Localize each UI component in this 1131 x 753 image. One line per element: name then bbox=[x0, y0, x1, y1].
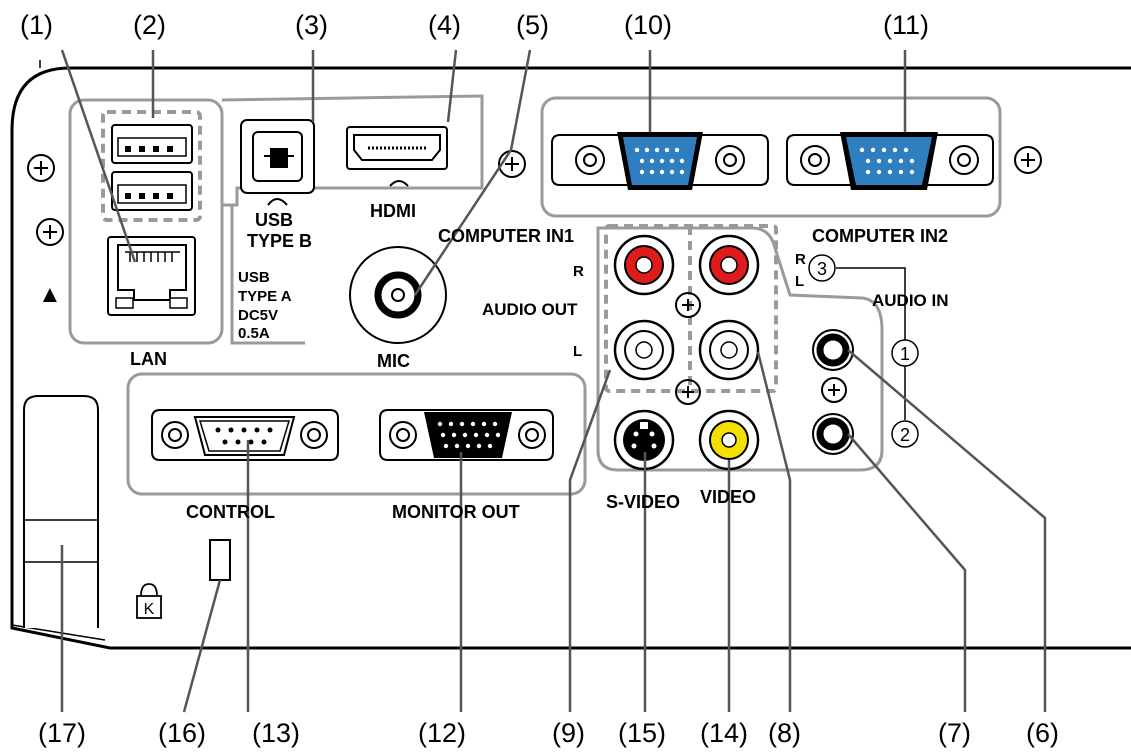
computer-in-panel bbox=[540, 96, 1002, 218]
audio-in3-r-jack bbox=[698, 234, 760, 296]
usb-hdmi-panel bbox=[221, 94, 484, 207]
usb-type-a-label-line3: DC5V bbox=[238, 307, 278, 324]
audio-in1-marker bbox=[891, 339, 919, 367]
control-label: CONTROL bbox=[186, 502, 275, 522]
screw-icon bbox=[821, 377, 847, 403]
usb-type-a-label-line2: TYPE A bbox=[238, 288, 292, 305]
callout-3: (3) bbox=[295, 10, 328, 40]
screw-icon bbox=[36, 218, 64, 246]
callout-10: (10) bbox=[624, 10, 672, 40]
control-monitor-panel bbox=[126, 372, 587, 496]
usb-lan-panel bbox=[68, 98, 224, 345]
audio-out-l-label: L bbox=[573, 343, 582, 360]
callout-17: (17) bbox=[38, 718, 86, 748]
callout-11: (11) bbox=[883, 10, 929, 40]
monitor-out-vga-port bbox=[379, 409, 554, 461]
usb-type-a-port-upper bbox=[111, 124, 193, 164]
s-video-port bbox=[613, 409, 675, 471]
s-video-label: S-VIDEO bbox=[606, 492, 680, 512]
audio-out-r-jack bbox=[613, 234, 675, 296]
audio-in-label: AUDIO IN bbox=[872, 291, 949, 310]
usb-type-a-label-line1: USB bbox=[238, 269, 270, 286]
computer-in1-vga-port bbox=[551, 132, 769, 190]
usb-type-a-label-line4: 0.5A bbox=[238, 325, 270, 342]
audio-in3-number: 3 bbox=[817, 259, 827, 279]
callout-16: (16) bbox=[158, 718, 206, 748]
screw-icon bbox=[1014, 146, 1042, 174]
callout-2: (2) bbox=[133, 10, 166, 40]
audio-in3-marker bbox=[808, 254, 836, 282]
screw-icon bbox=[675, 292, 701, 318]
av-panel bbox=[596, 226, 884, 472]
computer-in2-vga-port bbox=[786, 132, 994, 190]
usb-type-a-port-lower bbox=[111, 171, 193, 211]
audio-in1-number: 1 bbox=[900, 344, 910, 364]
audio-in2-number: 2 bbox=[900, 425, 910, 445]
audio-in-bracket bbox=[836, 267, 906, 420]
usb-type-b-label-line2: TYPE B bbox=[247, 231, 312, 251]
audio-in3-l-label: L bbox=[795, 273, 804, 290]
audio-out-label: AUDIO OUT bbox=[482, 300, 578, 319]
lan-port bbox=[107, 236, 196, 316]
mic-jack bbox=[349, 246, 447, 344]
callout-1: (1) bbox=[20, 10, 53, 40]
audio-in3-r-label: R bbox=[795, 251, 806, 268]
callout-15: (15) bbox=[618, 718, 666, 748]
audio-out-r-label: R bbox=[573, 263, 584, 280]
hdmi-port bbox=[346, 126, 448, 187]
computer-in2-label: COMPUTER IN2 bbox=[812, 226, 948, 246]
callout-5: (5) bbox=[516, 10, 549, 40]
control-serial-port bbox=[151, 409, 339, 461]
mic-label: MIC bbox=[377, 351, 410, 371]
callout-14: (14) bbox=[700, 718, 748, 748]
audio-in2-jack bbox=[812, 413, 854, 455]
svg-text:K: K bbox=[144, 601, 155, 618]
audio-out-l-jack bbox=[613, 319, 675, 381]
callout-4: (4) bbox=[428, 10, 461, 40]
lan-label: LAN bbox=[130, 349, 167, 369]
callout-9: (9) bbox=[552, 718, 585, 748]
projector-body-outline bbox=[10, 66, 1131, 650]
wireless-antenna-cover bbox=[23, 395, 99, 628]
warning-arrow-mark: ▲ bbox=[38, 281, 62, 308]
callout-8: (8) bbox=[768, 718, 801, 748]
usb-type-b-label-line1: USB bbox=[255, 210, 293, 230]
callout-12: (12) bbox=[418, 718, 466, 748]
usb-type-b-port bbox=[240, 119, 315, 206]
security-slot bbox=[209, 539, 231, 581]
audio-in3-l-jack bbox=[698, 319, 760, 381]
audio-in1-jack bbox=[812, 329, 854, 371]
usb-type-a-bracket bbox=[230, 205, 305, 345]
hdmi-label: HDMI bbox=[370, 201, 416, 221]
kensington-lock-icon: K bbox=[136, 583, 162, 619]
callout-6: (6) bbox=[1026, 718, 1059, 748]
callout-7: (7) bbox=[938, 718, 971, 748]
monitor-out-label: MONITOR OUT bbox=[392, 502, 520, 522]
leader-lines bbox=[60, 49, 1047, 713]
screw-icon bbox=[498, 150, 526, 178]
audio-in2-marker bbox=[891, 420, 919, 448]
callout-13: (13) bbox=[252, 718, 300, 748]
screw-icon bbox=[27, 154, 55, 182]
video-label: VIDEO bbox=[700, 487, 756, 507]
screw-icon bbox=[675, 379, 701, 405]
computer-in1-label: COMPUTER IN1 bbox=[438, 226, 574, 246]
